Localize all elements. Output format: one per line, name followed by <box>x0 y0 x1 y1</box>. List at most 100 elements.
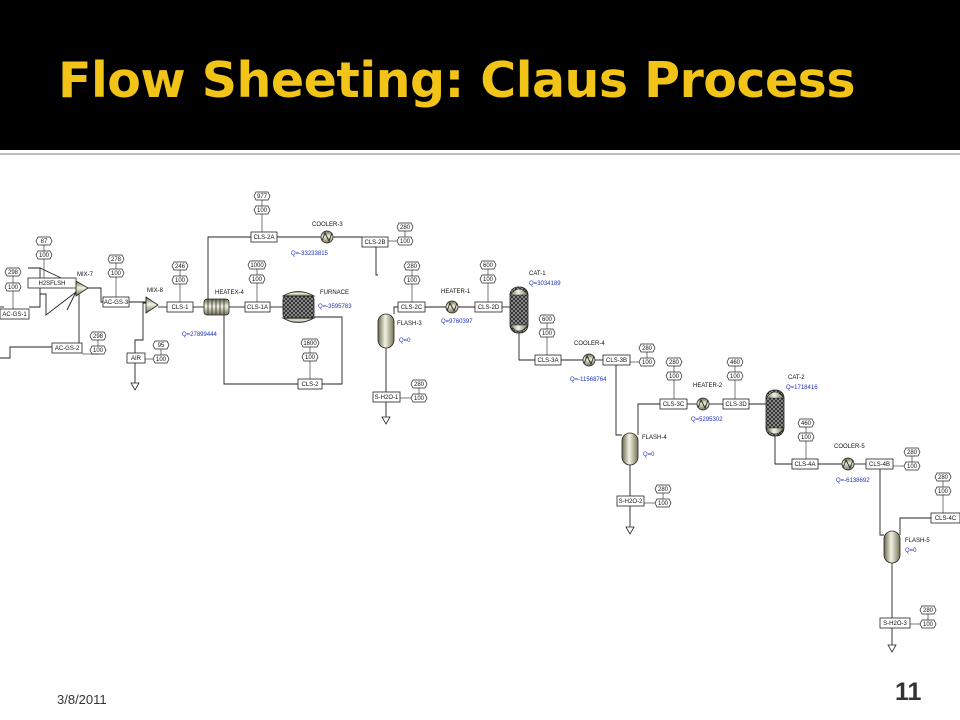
stream-cls3b-box[interactable] <box>602 354 631 366</box>
stream-sh2o3-box[interactable] <box>879 617 911 629</box>
catalytic-reactor-cat1-icon[interactable] <box>509 286 529 334</box>
cooler-cooler3-icon[interactable] <box>320 230 334 244</box>
cond-cls2d-pres: 100 <box>483 277 494 283</box>
cond-h2sflsh-pres-tag <box>35 250 53 260</box>
cond-cls1-temp-tag <box>171 261 189 271</box>
cond-cls4a-temp: 460 <box>801 421 812 427</box>
cond-acgs3-pres-tag <box>107 268 125 278</box>
heater-heater2-icon[interactable] <box>696 397 710 411</box>
cond-cls1a-pres: 100 <box>252 277 263 283</box>
cond-cls4c-temp: 280 <box>938 475 949 481</box>
stream-cls3c-box[interactable] <box>659 398 688 410</box>
cond-cls4a-pres-tag <box>797 432 815 442</box>
stream-cls2c-box[interactable] <box>397 301 426 313</box>
duty-cooler5: Q=-6138692 <box>836 478 870 484</box>
stream-id-boxes <box>0 231 960 629</box>
cond-cls4a-temp-tag <box>797 418 815 428</box>
mixer-mix7-icon[interactable] <box>75 280 89 297</box>
stream-cls2a-box[interactable] <box>250 231 278 243</box>
stream-sh2o2-box[interactable] <box>616 495 645 507</box>
stream-air-box[interactable] <box>126 352 146 364</box>
cond-air-temp: 95 <box>158 343 165 349</box>
stream-cls4c-box[interactable] <box>930 512 960 524</box>
stream-cls1a-label: CLS-1A <box>247 305 268 311</box>
mixer-mix8-icon[interactable] <box>145 296 159 314</box>
block-furnace-label: FURNACE <box>320 290 349 296</box>
cond-cls3b-pres: 100 <box>642 360 653 366</box>
cond-h2sflsh-temp-tag <box>35 236 53 246</box>
stream-sh2o1-box[interactable] <box>372 391 401 403</box>
cond-air-pres: 100 <box>156 357 167 363</box>
cond-acgs2-pres: 100 <box>93 348 104 354</box>
cond-cls1-pres-tag <box>171 275 189 285</box>
page-number: 11 <box>895 678 922 706</box>
cond-cls1a-temp: 1000 <box>250 263 264 269</box>
stream-cls3d-box[interactable] <box>722 398 750 410</box>
cond-acgs2-temp-tag <box>89 331 107 341</box>
block-heatex4-label: HEATEX-4 <box>215 290 245 296</box>
cond-cls2-temp: 1600 <box>303 341 317 347</box>
cooler-cooler5-icon[interactable] <box>841 457 855 471</box>
stream-cls4a-box[interactable] <box>791 458 819 470</box>
flash-drum-flash5-icon[interactable] <box>883 530 901 564</box>
sh2o2-outlet-arrow <box>625 526 635 535</box>
block-cat2-label: CAT-2 <box>788 375 805 381</box>
cond-cls1a-pres-tag <box>248 274 266 284</box>
block-flash3-label: FLASH-3 <box>397 321 422 327</box>
block-heater2-label: HEATER-2 <box>693 383 723 389</box>
stream-acgs1-box[interactable] <box>0 308 30 320</box>
stream-sh2o3-label: S-H2O-3 <box>883 621 907 627</box>
block-cooler3-label: COOLER-3 <box>312 222 343 228</box>
cond-cls2c-pres-tag <box>403 275 421 285</box>
furnace-reactor-icon[interactable] <box>281 291 316 323</box>
flash-drum-flash4-icon[interactable] <box>621 432 639 466</box>
stream-cls4b-box[interactable] <box>865 458 894 470</box>
stream-acgs2-box[interactable] <box>51 342 83 354</box>
block-heater1-label: HEATER-1 <box>441 289 471 295</box>
stream-cls3a-label: CLS-3A <box>537 358 558 364</box>
duty-cooler4: Q=-11568764 <box>570 377 607 383</box>
flash-drum-flash3-icon[interactable] <box>377 313 395 349</box>
stream-cls3c-label: CLS-3C <box>663 402 685 408</box>
cond-cls3a-pres-tag <box>538 328 556 338</box>
cond-cls2c-pres: 100 <box>407 278 418 284</box>
cond-cls3c-pres-tag <box>665 371 683 381</box>
cond-cls3c-temp-tag <box>665 357 683 367</box>
stream-cls2c-label: CLS-2C <box>401 305 423 311</box>
cond-cls3d-temp-tag <box>726 357 744 367</box>
stream-h2sflsh-box[interactable] <box>27 277 77 289</box>
cond-sh2o3-pres: 100 <box>923 622 934 628</box>
stream-cls4b-label: CLS-4B <box>869 462 890 468</box>
heat-exchanger-heatex4-icon[interactable] <box>203 298 230 316</box>
cond-cls2d-temp-tag <box>479 260 497 270</box>
stream-cls2d-label: CLS-2D <box>478 305 500 311</box>
cond-cls4b-temp-tag <box>903 447 921 457</box>
cond-cls4a-pres: 100 <box>801 435 812 441</box>
cond-cls3b-temp-tag <box>638 343 656 353</box>
cond-cls2a-temp-tag <box>253 191 271 201</box>
footer-date: 3/8/2011 <box>57 692 107 707</box>
cond-cls1-pres: 100 <box>175 278 186 284</box>
duty-heater2: Q=5295302 <box>691 417 723 423</box>
cond-cls2b-temp: 280 <box>400 225 411 231</box>
cond-acgs2-pres-tag <box>89 345 107 355</box>
stream-cls3a-box[interactable] <box>534 354 562 366</box>
block-mix7-label: MIX-7 <box>77 272 94 278</box>
stream-acgs1-label: AC-GS-1 <box>2 312 27 318</box>
stream-acgs3-label: AC-GS-3 <box>104 300 129 306</box>
cond-cls2-temp-tag <box>300 338 320 348</box>
cond-cls4c-pres-tag <box>934 486 952 496</box>
catalytic-reactor-cat2-icon[interactable] <box>765 389 785 437</box>
cond-air-temp-tag <box>152 340 170 350</box>
cooler-cooler4-icon[interactable] <box>582 353 596 367</box>
cond-cls3c-temp: 280 <box>669 360 680 366</box>
stream-cls2d-box[interactable] <box>474 301 503 313</box>
cond-acgs1-temp: 298 <box>8 270 19 276</box>
stream-cls2b-box[interactable] <box>361 236 389 248</box>
cond-acgs3-pres: 100 <box>111 271 122 277</box>
heater-heater1-icon[interactable] <box>445 300 459 314</box>
stream-cls2-label: CLS-2 <box>301 382 319 388</box>
stream-cls1a-box[interactable] <box>244 301 271 313</box>
cond-sh2o1-temp: 280 <box>414 382 425 388</box>
block-flash4-label: FLASH-4 <box>642 435 667 441</box>
